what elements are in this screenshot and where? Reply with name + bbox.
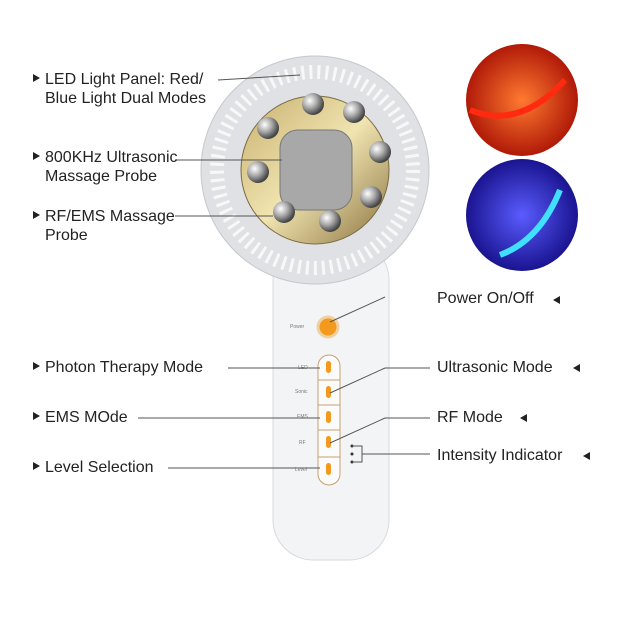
massage-balls [247,93,391,232]
leader-lines [138,74,430,469]
label-ultrasonic-mode: Ultrasonic Mode [437,359,553,376]
device-text-ems: EMS [297,414,308,420]
label-rf-mode: RF Mode [437,409,503,426]
arrow-icons [33,74,590,470]
ultrasonic-probe [279,129,353,211]
label-photon: Photon Therapy Mode [45,359,204,376]
device-text-power: Power [290,324,305,330]
mode-buttons[interactable] [326,361,331,475]
label-led-panel: LED Light Panel: Red/Blue Light Dual Mod… [45,71,206,107]
power-button[interactable] [316,315,340,339]
label-level: Level Selection [45,459,154,476]
blue-light-photo [466,159,578,271]
device-text-rf: RF [299,440,306,446]
red-light-photo [466,44,578,156]
device-text-sonic: Sonic [295,389,308,395]
device-text-level: Level [295,467,307,473]
label-power: Power On/Off [437,290,534,307]
device-text-led: LED [298,365,308,371]
label-intensity: Intensity Indicator [437,447,563,464]
label-ems-mode: EMS MOde [45,409,128,426]
